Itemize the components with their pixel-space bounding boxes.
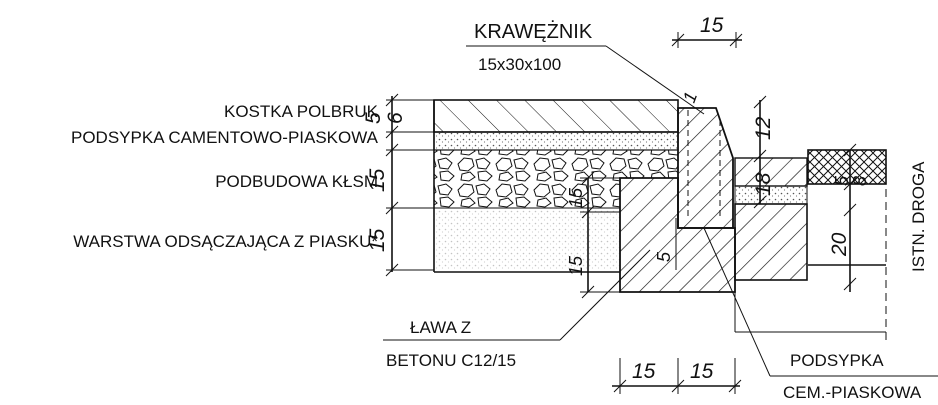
dim-left-15b: 15 (366, 228, 389, 252)
dim-left-5: 5 (362, 112, 385, 124)
crushed-stone-base-layer (434, 150, 620, 208)
left-dimension-chain: 5 6 15 15 (362, 93, 434, 277)
bottom-dimensions: 15 15 (612, 358, 742, 394)
label-podbudowa: PODBUDOWA KŁSM (215, 172, 378, 191)
road-layers (734, 149, 887, 340)
dim-bottom-15b: 15 (690, 360, 714, 383)
road-surface-hatch (807, 149, 887, 185)
dim-mid-5: 5 (654, 251, 674, 262)
dim-right-20: 20 (828, 232, 851, 257)
label-podsypka-right2: CEM.-PIASKOWA (783, 383, 922, 402)
dim-right-18: 18 (752, 172, 775, 196)
cement-sand-bedding-layer (433, 131, 679, 151)
dim-mid-15b: 15 (566, 255, 586, 276)
crushed-stone-base-layer-2 (620, 150, 678, 178)
dim-top-15: 15 (700, 14, 724, 37)
dim-left-15a: 15 (366, 168, 389, 192)
label-warstwa-odsaczajaca: WARSTWA ODSĄCZAJĄCA Z PIASKU* (73, 232, 378, 251)
leader-lines (383, 45, 938, 377)
dim-curb-1: 1 (679, 89, 701, 105)
label-istn-droga: ISTN. DROGA (909, 161, 928, 272)
mid-dimensions: 15 15 5 (566, 171, 677, 299)
dim-right-8: 8 (850, 176, 870, 186)
dim-left-6: 6 (384, 112, 407, 124)
dim-right-5: 5 (832, 175, 852, 186)
label-podsypka-right1: PODSYPKA (790, 351, 884, 370)
paving-block-layer (433, 99, 679, 133)
label-kostka-polbruk: KOSTKA POLBRUK (224, 102, 379, 121)
sand-drainage-layer (434, 208, 620, 270)
dim-curb-12: 12 (752, 116, 775, 140)
road-subbase (734, 203, 808, 281)
label-lawa-line1: ŁAWA Z (410, 318, 471, 337)
label-krawenik: KRAWĘŻNIK (474, 20, 593, 43)
label-krawenik-size: 15x30x100 (478, 55, 561, 74)
label-lawa-line2: BETONU C12/15 (386, 351, 516, 370)
curb (677, 107, 734, 229)
label-podsypka-cementowo: PODSYPKA CAMENTOWO-PIASKOWA (71, 128, 379, 147)
dim-mid-15: 15 (566, 187, 586, 208)
road-base (734, 157, 808, 187)
right-dimensions: 18 5 8 20 (752, 143, 870, 292)
dim-bottom-15a: 15 (632, 360, 656, 383)
curb-dimensions: 15 12 1 (671, 14, 775, 163)
pavement-layers (433, 99, 679, 273)
